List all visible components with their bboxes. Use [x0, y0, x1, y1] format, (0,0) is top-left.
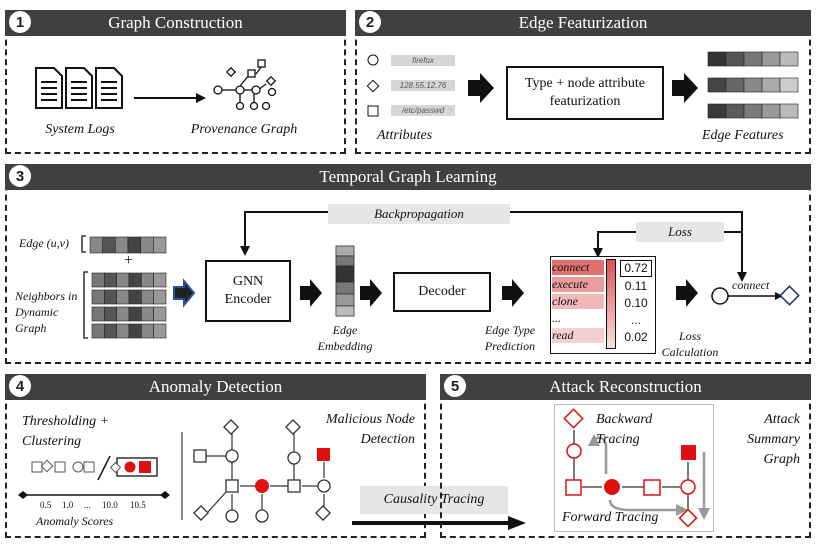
step-number-3: 3 — [9, 165, 31, 187]
panel-1-title: Graph Construction — [108, 13, 243, 32]
attr-firefox: firefox — [412, 56, 434, 65]
panel-1-header: 1 Graph Construction — [5, 10, 346, 36]
featurization-box: Type + node attribute featurization — [506, 66, 664, 120]
attr-passwd: /etc/passwd — [401, 106, 445, 115]
panel-2-title: Edge Featurization — [518, 13, 648, 32]
loss-label: Loss — [636, 222, 724, 242]
tick-2: ... — [84, 500, 91, 510]
prob-1: 0.11 — [624, 279, 648, 293]
plus-sign: + — [124, 252, 134, 269]
type-ellipsis: ... — [552, 311, 561, 325]
connect-label: connect — [732, 278, 770, 292]
system-logs-label: System Logs — [45, 122, 115, 137]
tick-0: 0.5 — [40, 500, 52, 510]
prob-0: 0.72 — [620, 260, 652, 277]
panel-5-title: Attack Reconstruction — [549, 377, 702, 396]
probability-gradient-bar — [606, 259, 616, 349]
prob-2: 0.10 — [624, 296, 648, 310]
provenance-graph-label: Provenance Graph — [190, 122, 298, 137]
type-clone: clone — [552, 294, 604, 309]
attr-square-icon — [367, 105, 379, 117]
forward-tracing-label: Forward Tracing — [562, 510, 659, 525]
loss-calculation-label: Loss Calculation — [661, 329, 719, 359]
step-number-5: 5 — [444, 375, 466, 397]
type-list: connect execute clone ... read — [552, 260, 604, 343]
backward-tracing-label: Backward Tracing — [596, 412, 653, 447]
prob-3: ... — [630, 313, 641, 327]
edge-type-prediction-label: Edge Type Prediction — [484, 323, 536, 353]
thresholding-label: Thresholding + Clustering — [22, 414, 110, 449]
reconstruction-frame — [554, 404, 714, 532]
panel-4-header: 4 Anomaly Detection — [5, 374, 426, 400]
edge-embedding-label: Edge Embedding — [317, 323, 373, 353]
panel-4-title: Anomaly Detection — [148, 377, 283, 396]
anomaly-scores-label: Anomaly Scores — [36, 514, 114, 528]
edge-uv-label: Edge (u,v) — [19, 236, 69, 250]
causality-tracing-label: Causality Tracing — [360, 486, 508, 514]
tick-3: 10.0 — [102, 500, 118, 510]
panel-2-header: 2 Edge Featurization — [355, 10, 811, 36]
attr-circle-icon — [367, 54, 379, 66]
step-number-4: 4 — [9, 375, 31, 397]
tick-4: 10.5 — [130, 500, 146, 510]
step-number-1: 1 — [9, 11, 31, 33]
type-connect: connect — [552, 260, 604, 275]
edge-features-label: Edge Features — [702, 128, 784, 143]
attr-ip: 128.55.12.76 — [399, 81, 447, 90]
neighbors-label: Neighbors in Dynamic Graph — [15, 289, 78, 335]
attack-summary-label: Attack Summary Graph — [747, 412, 800, 467]
step-number-2: 2 — [359, 11, 381, 33]
decoder-box: Decoder — [393, 272, 491, 312]
panel-5-header: 5 Attack Reconstruction — [440, 374, 811, 400]
type-execute: execute — [552, 277, 604, 292]
attributes-label: Attributes — [377, 128, 433, 143]
attr-diamond-icon — [366, 79, 380, 93]
gnn-encoder-box: GNN Encoder — [205, 260, 291, 322]
prob-4: 0.02 — [624, 330, 648, 344]
tick-1: 1.0 — [62, 500, 74, 510]
prob-list: 0.72 0.11 0.10 ... 0.02 — [620, 260, 652, 345]
type-read: read — [552, 328, 604, 343]
backpropagation-label: Backpropagation — [328, 204, 510, 224]
panel-3-title: Temporal Graph Learning — [319, 167, 497, 186]
malicious-node-label: Malicious Node Detection — [325, 412, 415, 447]
panel-3-header: 3 Temporal Graph Learning — [5, 164, 811, 190]
